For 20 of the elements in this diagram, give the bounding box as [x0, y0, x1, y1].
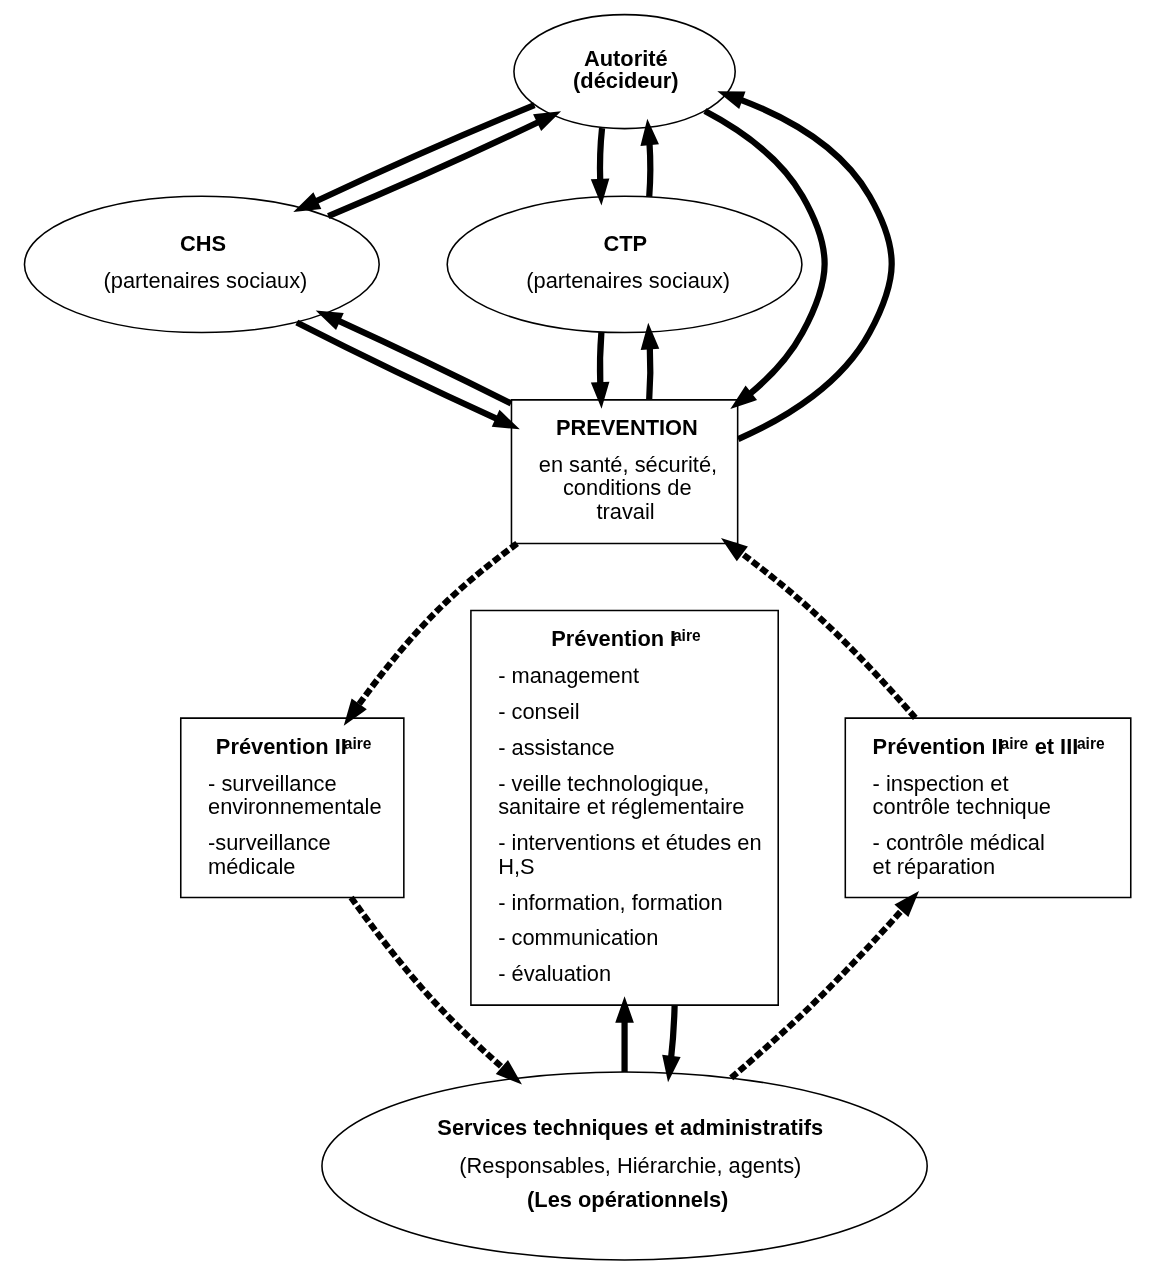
arrow	[717, 91, 895, 442]
arrow	[327, 111, 562, 220]
arrow	[662, 1005, 681, 1083]
arrow	[703, 108, 828, 410]
node-ellipse: Services techniques et administratifs (Responsables, Hiérarchie, agents) (Les opérationnels)	[321, 1071, 928, 1261]
node-ellipse: CTP (partenaires sociaux)	[446, 195, 803, 334]
arrow	[640, 322, 660, 400]
arrow	[590, 127, 610, 206]
node-ellipse: CHS (partenaires sociaux)	[23, 195, 380, 334]
arrow	[295, 319, 520, 430]
arrow	[343, 541, 519, 726]
arrow	[640, 118, 659, 197]
node-box: PREVENTION en santé, sécurité, conditions de travail	[510, 399, 739, 545]
arrow	[615, 996, 634, 1072]
arrow	[315, 310, 513, 407]
arrow	[293, 102, 536, 212]
arrow	[729, 890, 920, 1081]
arrow	[721, 538, 918, 720]
arrow	[590, 332, 610, 409]
arrow	[348, 895, 522, 1085]
